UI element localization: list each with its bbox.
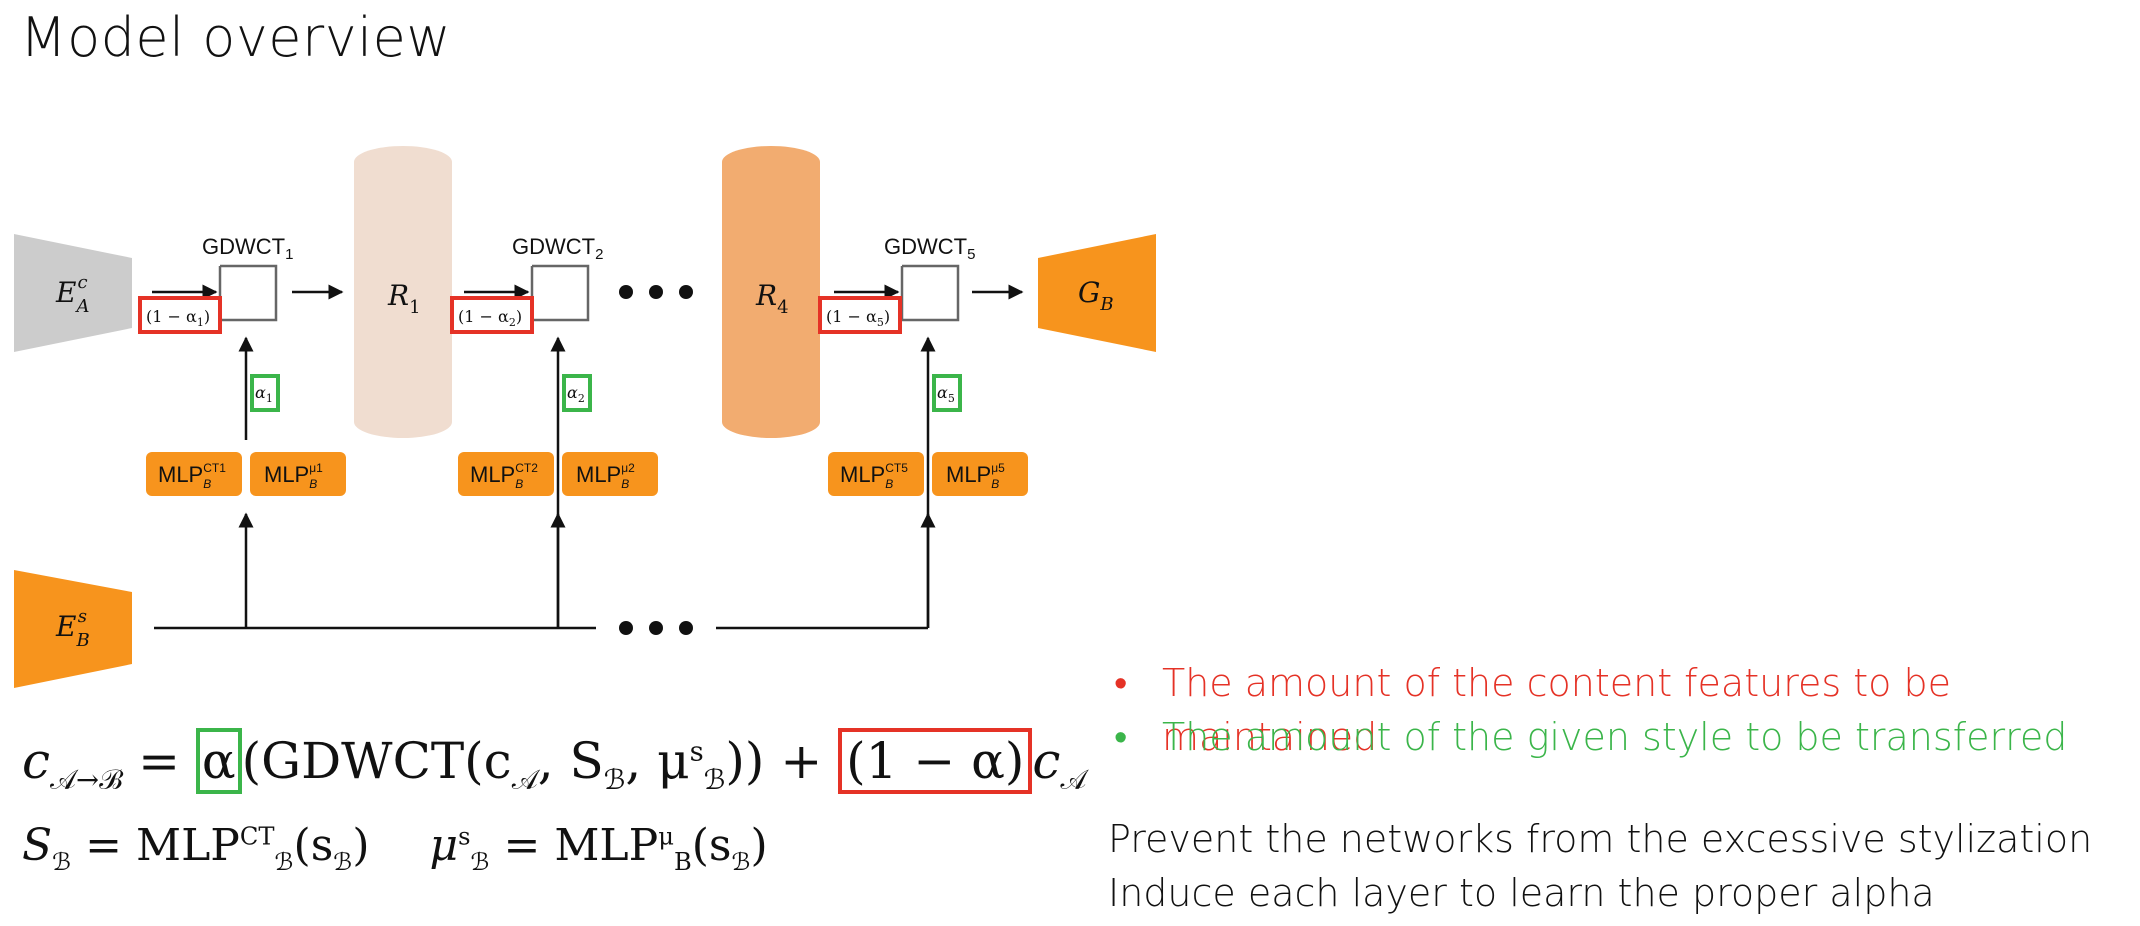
one-minus-alpha-box-2 [450, 296, 534, 334]
ellipsis-dot [619, 285, 633, 299]
mlp-ct-block-5 [828, 452, 924, 496]
gdwct-module-2 [532, 264, 590, 322]
ellipsis-dot [679, 621, 693, 635]
gdwct-label-1: GDWCT1 [202, 234, 293, 263]
one-minus-alpha-1: (1 − α1) [146, 307, 210, 329]
slide-title: Model overview [20, 6, 452, 69]
gdwct-label-2: GDWCT2 [512, 234, 603, 263]
mlp-mu-block-2 [562, 452, 658, 496]
residual-block-r1 [354, 146, 452, 438]
note-line: Induce each layer to learn the proper al… [1108, 871, 1935, 915]
notes: Prevent the networks from the excessive … [1108, 812, 2092, 920]
generator-label: GB [1078, 276, 1114, 315]
residual-block-r4 [722, 146, 820, 438]
mlp-ct-label-5: MLPBCT5 [840, 461, 908, 491]
gdwct-label-5: GDWCT5 [884, 234, 975, 263]
one-minus-alpha-2: (1 − α2) [458, 307, 522, 329]
residual-label-r1: R1 [387, 279, 421, 318]
model-diagram: EAc EBs GB R1 R4 GDWCT1 (1 − α1) α1 GDWC… [14, 146, 1156, 688]
bullet-content-features: •The amount of the content features to b… [1114, 661, 1951, 759]
residual-label-r4: R4 [755, 279, 789, 318]
bullet-style-transfer: •The amount of the given style to be tra… [1114, 715, 2068, 759]
equation-mlp: Sℬ = MLPCTℬ(sℬ)μsℬ = MLPμB(sℬ) [22, 820, 768, 876]
mlp-mu-label-2: MLPBμ2 [576, 461, 635, 491]
one-minus-alpha-highlight: (1 − α) [838, 728, 1033, 794]
mlp-mu-block-5 [932, 452, 1028, 496]
alpha-highlight: α [195, 728, 242, 794]
mlp-ct-block-1 [146, 452, 242, 496]
one-minus-alpha-5: (1 − α5) [826, 307, 890, 329]
alpha-box-2 [562, 374, 592, 412]
style-encoder-label: EBs [55, 606, 90, 651]
content-encoder-label: EAc [55, 272, 89, 317]
mlp-ct-label-2: MLPBCT2 [470, 461, 538, 491]
alpha-box-1 [250, 374, 280, 412]
gdwct-module-1 [220, 264, 278, 322]
mlp-mu-block-1 [250, 452, 346, 496]
mlp-mu-label-5: MLPBμ5 [946, 461, 1005, 491]
mlp-mu-label-1: MLPBμ1 [264, 461, 323, 491]
style-encoder-shape [14, 570, 132, 688]
mlp-ct-label-1: MLPBCT1 [158, 461, 226, 491]
bullet-list: •The amount of the content features to b… [1110, 656, 2140, 764]
ellipsis-dot [679, 285, 693, 299]
generator-shape [1038, 234, 1156, 352]
one-minus-alpha-box-5 [818, 296, 902, 334]
content-encoder-shape [14, 234, 132, 352]
gdwct-module-5 [902, 264, 960, 322]
note-line: Prevent the networks from the excessive … [1108, 817, 2093, 861]
mlp-ct-block-2 [458, 452, 554, 496]
one-minus-alpha-box-1 [138, 296, 222, 334]
alpha-box-5 [932, 374, 962, 412]
ellipsis-dot [619, 621, 633, 635]
ellipsis-dot [649, 285, 663, 299]
equation-main: c𝒜→ℬ = α(GDWCT(c𝒜, Sℬ, μsℬ)) + (1 − α)c𝒜 [22, 728, 1086, 797]
ellipsis-dot [649, 621, 663, 635]
